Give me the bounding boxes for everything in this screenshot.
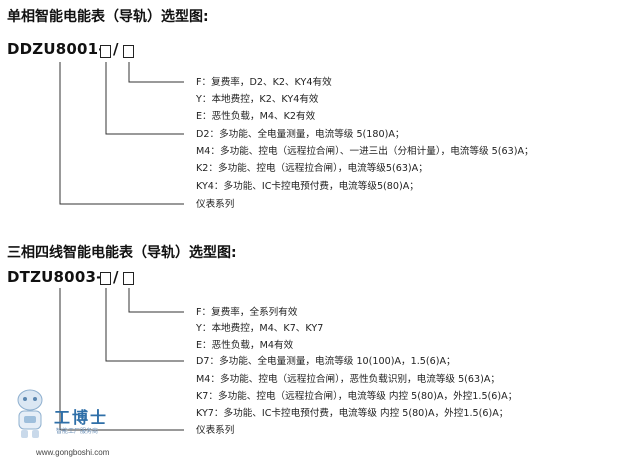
- section1-line-y: Y：本地费控，K2、KY4有效: [196, 94, 319, 105]
- section2-option-box-1: [100, 272, 111, 285]
- bracket-line-models-1: [105, 62, 184, 135]
- section1-line-d2: D2：多功能、全电量测量，电流等级 5(180)A；: [196, 129, 405, 140]
- section2-line-ky7: KY7：多功能、IC卡控电预付费，电流等级 内控 5(80)A，外控1.5(6)…: [196, 408, 509, 419]
- watermark-brand: 工博士: [54, 408, 109, 427]
- bracket-line-models-2: [105, 288, 184, 362]
- section2-model-code: DTZU8003-: [7, 268, 103, 286]
- bracket-line-f-y-e: [128, 62, 184, 83]
- bracket-line-series-1: [59, 62, 184, 205]
- section1-line-f: F：复费率，D2、K2、KY4有效: [196, 77, 332, 88]
- bracket-line-f-y-e-2: [128, 288, 184, 313]
- section2-line-d7: D7：多功能、全电量测量，电流等级 10(100)A，1.5(6)A；: [196, 356, 456, 367]
- section1-line-ky4: KY4：多功能、IC卡控电预付费，电流等级5(80)A；: [196, 181, 419, 192]
- section1-model-code: DDZU8001-: [7, 40, 105, 58]
- section1-line-m4: M4：多功能、控电（远程拉合闸）、一进三出（分相计量），电流等级 5(63)A；: [196, 146, 534, 157]
- section2-line-k7: K7：多功能、控电（远程拉合闸），电流等级 内控 5(80)A，外控1.5(6)…: [196, 391, 518, 402]
- watermark-url: www.gongboshi.com: [36, 448, 110, 457]
- section2-option-box-2: [123, 272, 134, 285]
- section1-option-box-1: [100, 45, 111, 58]
- section1-line-e: E：恶性负载，M4、K2有效: [196, 111, 316, 122]
- section2-separator: /: [113, 268, 119, 286]
- section2-line-m4: M4：多功能、控电（远程拉合闸），恶性负载识别，电流等级 5(63)A；: [196, 374, 501, 385]
- watermark-tagline: 智能工厂服务商: [56, 428, 99, 435]
- section1-option-box-2: [123, 45, 134, 58]
- robot-mascot-icon: [17, 389, 43, 438]
- section1-separator: /: [113, 40, 119, 58]
- watermark: 工博士 智能工厂服务商 www.gongboshi.com: [6, 386, 166, 466]
- section1-line-k2: K2：多功能、控电（远程拉合闸），电流等级5(63)A；: [196, 163, 428, 174]
- section2-line-f: F：复费率，全系列有效: [196, 307, 298, 318]
- section2-line-y: Y：本地费控，M4、K7、KY7: [196, 323, 324, 334]
- section2-line-series: 仪表系列: [196, 425, 235, 436]
- section1-line-series: 仪表系列: [196, 199, 235, 210]
- bracket-line-series-2: [59, 288, 184, 431]
- section2-title: 三相四线智能电能表（导轨）选型图:: [7, 245, 237, 261]
- section1-title: 单相智能电能表（导轨）选型图:: [7, 9, 209, 25]
- section2-line-e: E：恶性负载，M4有效: [196, 340, 294, 351]
